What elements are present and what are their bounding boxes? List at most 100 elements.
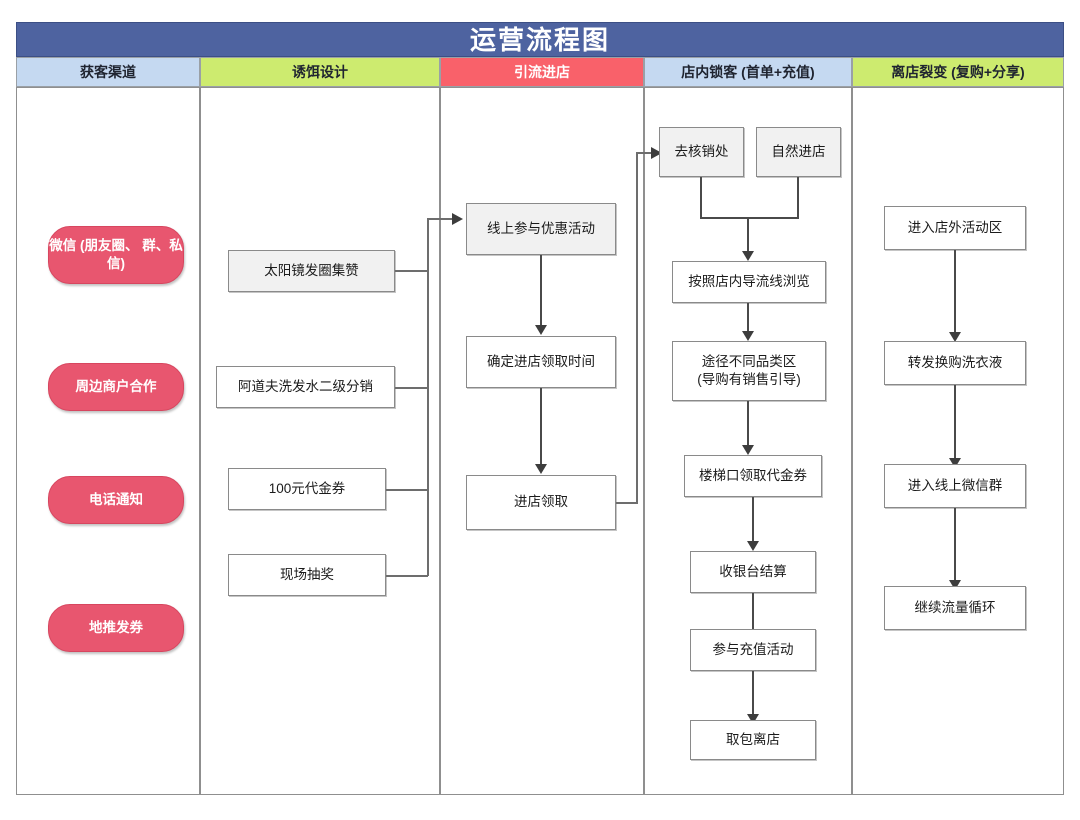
connector-bus-to-instore — [636, 152, 654, 154]
node-text-line1: 途径不同品类区 — [701, 353, 797, 369]
connector-stair-to-cashier — [752, 497, 754, 541]
node-text-line1: 进入线上微信群 — [907, 477, 1003, 493]
connector-instore-merge — [700, 217, 799, 219]
node-text-line2: (导购有销售引导) — [697, 372, 801, 387]
node-join-online-wechat-group[interactable]: 进入线上微信群 — [884, 464, 1026, 508]
node-join-topup-activity[interactable]: 参与充值活动 — [690, 629, 816, 671]
node-text-line1: 按照店内导流线浏览 — [688, 273, 810, 289]
connector-category-to-stair — [747, 401, 749, 445]
connector-walkin-down — [797, 177, 799, 218]
node-pickup-bag-leave[interactable]: 取包离店 — [690, 720, 816, 760]
node-verification-desk[interactable]: 去核销处 — [659, 127, 744, 177]
chart-title: 运营流程图 — [469, 24, 610, 55]
node-text-line1: 线上参与优惠活动 — [487, 220, 595, 236]
node-100-yuan-voucher[interactable]: 100元代金券 — [228, 468, 386, 510]
connector-merge-down — [747, 217, 749, 251]
node-text-line1: 楼梯口领取代金券 — [699, 467, 807, 483]
node-text-line1: 自然进店 — [771, 143, 826, 159]
chart-title-bar: 运营流程图 — [16, 22, 1064, 57]
arrow-into-cashier — [747, 541, 759, 551]
node-text-line1: 进入店外活动区 — [907, 219, 1003, 235]
column-header-acquisition: 获客渠道 — [16, 57, 200, 87]
connector-instore-bus-vertical — [636, 152, 638, 504]
connector-bait3-to-bus — [386, 489, 428, 491]
node-cashier-checkout[interactable]: 收银台结算 — [690, 551, 816, 593]
node-text: 微信 (朋友圈、 群、私信) — [49, 237, 183, 273]
connector-fission1-to-fission2 — [954, 250, 956, 332]
connector-verification-down — [700, 177, 702, 218]
node-text-line2: 群、私信) — [107, 237, 183, 271]
column-body-fission — [852, 87, 1064, 795]
arrow-into-confirm-pickup-time — [535, 325, 547, 335]
node-continue-traffic-loop[interactable]: 继续流量循环 — [884, 586, 1026, 630]
connector-drive1-to-drive2 — [540, 255, 542, 325]
connector-fission2-to-fission3 — [954, 385, 956, 458]
column-header-fission: 离店裂变 (复购+分享) — [852, 57, 1064, 87]
node-phone-notice[interactable]: 电话通知 — [48, 476, 184, 524]
node-stairway-voucher[interactable]: 楼梯口领取代金券 — [684, 455, 822, 497]
column-body-acquisition — [16, 87, 200, 795]
column-header-label: 店内锁客 (首单+充值) — [681, 64, 815, 80]
column-header-label: 引流进店 — [514, 64, 570, 80]
node-text-line1: 取包离店 — [726, 731, 780, 747]
connector-drive2-to-drive3 — [540, 388, 542, 464]
node-nearby-merchant-coop[interactable]: 周边商户合作 — [48, 363, 184, 411]
node-text-line1: 现场抽奖 — [280, 566, 334, 582]
node-share-for-detergent[interactable]: 转发换购洗衣液 — [884, 341, 1026, 385]
connector-cashier-to-topup — [752, 593, 754, 631]
node-confirm-pickup-time[interactable]: 确定进店领取时间 — [466, 336, 616, 388]
node-text-line1: 太阳镜发圈集赞 — [264, 262, 359, 278]
arrow-into-instore-pickup — [535, 464, 547, 474]
node-ground-promo-coupon[interactable]: 地推发券 — [48, 604, 184, 652]
column-header-label: 离店裂变 (复购+分享) — [891, 64, 1025, 80]
node-text-line1: 继续流量循环 — [914, 599, 996, 615]
column-header-drive: 引流进店 — [440, 57, 644, 87]
arrow-into-online-activity — [452, 213, 463, 225]
node-text-line1: 地推发券 — [89, 619, 143, 635]
node-text-line1: 进店领取 — [514, 494, 568, 510]
column-header-bait: 诱饵设计 — [200, 57, 440, 87]
node-text-line1: 参与充值活动 — [712, 641, 794, 657]
connector-drive3-to-bus — [616, 502, 638, 504]
column-header-label: 获客渠道 — [80, 64, 136, 80]
column-body-bait — [200, 87, 440, 795]
column-body-drive — [440, 87, 644, 795]
node-natural-walkin[interactable]: 自然进店 — [756, 127, 841, 177]
node-pass-category-areas[interactable]: 途径不同品类区 (导购有销售引导) — [672, 341, 826, 401]
node-text-line1: 微信 (朋友圈、 — [49, 237, 139, 253]
arrow-into-category-area — [742, 331, 754, 341]
node-browse-guided-route[interactable]: 按照店内导流线浏览 — [672, 261, 826, 303]
node-text-line1: 周边商户合作 — [75, 378, 157, 394]
node-online-join-promo[interactable]: 线上参与优惠活动 — [466, 203, 616, 255]
node-wechat[interactable]: 微信 (朋友圈、 群、私信) — [48, 226, 184, 284]
node-text-line1: 收银台结算 — [719, 563, 787, 579]
connector-bait-bus-vertical — [427, 218, 429, 576]
node-text-line1: 阿道夫洗发水二级分销 — [238, 378, 373, 394]
arrow-into-stair-voucher — [742, 445, 754, 455]
node-enter-outdoor-activity-area[interactable]: 进入店外活动区 — [884, 206, 1026, 250]
node-text-line1: 转发换购洗衣液 — [907, 354, 1003, 370]
node-text-line1: 去核销处 — [674, 143, 729, 159]
node-text: 途径不同品类区 (导购有销售引导) — [697, 353, 801, 389]
connector-browse-to-category — [747, 303, 749, 331]
node-sunglasses-share-likes[interactable]: 太阳镜发圈集赞 — [228, 250, 395, 292]
node-adolph-shampoo-distribution[interactable]: 阿道夫洗发水二级分销 — [216, 366, 395, 408]
connector-bus-to-drive — [427, 218, 455, 220]
arrow-into-browse-route — [742, 251, 754, 261]
connector-topup-to-leave — [752, 671, 754, 714]
arrow-into-continue-traffic-loop — [949, 580, 961, 590]
column-header-instore: 店内锁客 (首单+充值) — [644, 57, 852, 87]
node-instore-pickup[interactable]: 进店领取 — [466, 475, 616, 530]
arrow-into-join-wechat-group — [949, 458, 961, 468]
arrow-into-share-for-detergent — [949, 332, 961, 342]
node-text-line1: 确定进店领取时间 — [487, 353, 595, 369]
arrow-into-leave-store — [747, 714, 759, 724]
node-text-line1: 电话通知 — [89, 491, 143, 507]
connector-bait4-to-bus — [386, 575, 428, 577]
connector-fission3-to-fission4 — [954, 508, 956, 580]
connector-bait2-to-bus — [395, 387, 428, 389]
node-onsite-lottery[interactable]: 现场抽奖 — [228, 554, 386, 596]
node-text-line1: 100元代金券 — [268, 480, 346, 496]
column-header-label: 诱饵设计 — [292, 64, 348, 80]
connector-bait1-to-bus — [395, 270, 428, 272]
